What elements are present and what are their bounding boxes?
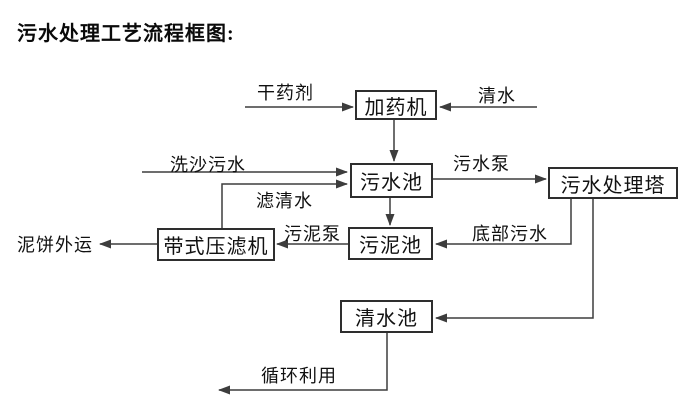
node-belt-filter-press: 带式压滤机 [157,228,275,261]
node-clean-water-pool: 清水池 [340,300,433,333]
label-sand-washing-sewage: 洗沙污水 [170,155,246,175]
arrow-recycle-reuse [218,333,388,395]
node-treatment-tower: 污水处理塔 [548,167,678,199]
label-clean-water: 清水 [478,86,516,106]
node-sludge-pool: 污泥池 [348,227,433,260]
node-sewage-pool: 污水池 [350,163,433,198]
label-sewage-pump: 污水泵 [453,154,510,174]
label-bottom-sewage: 底部污水 [472,224,548,244]
arrow-filtered-water-to-sewage-pool [221,179,348,228]
label-recycle-reuse: 循环利用 [261,366,337,386]
label-filtered-water: 滤清水 [256,191,313,211]
arrow-tower-to-clean-water-pool [435,199,594,323]
label-mud-cake-outbound: 泥饼外运 [17,235,93,255]
label-dry-chemical: 干药剂 [257,83,314,103]
arrow-bottom-sewage-to-sludge-pool [435,199,572,249]
node-dosing-machine: 加药机 [355,90,437,120]
page-title: 污水处理工艺流程框图: [17,23,235,45]
label-sludge-pump: 污泥泵 [284,224,341,244]
